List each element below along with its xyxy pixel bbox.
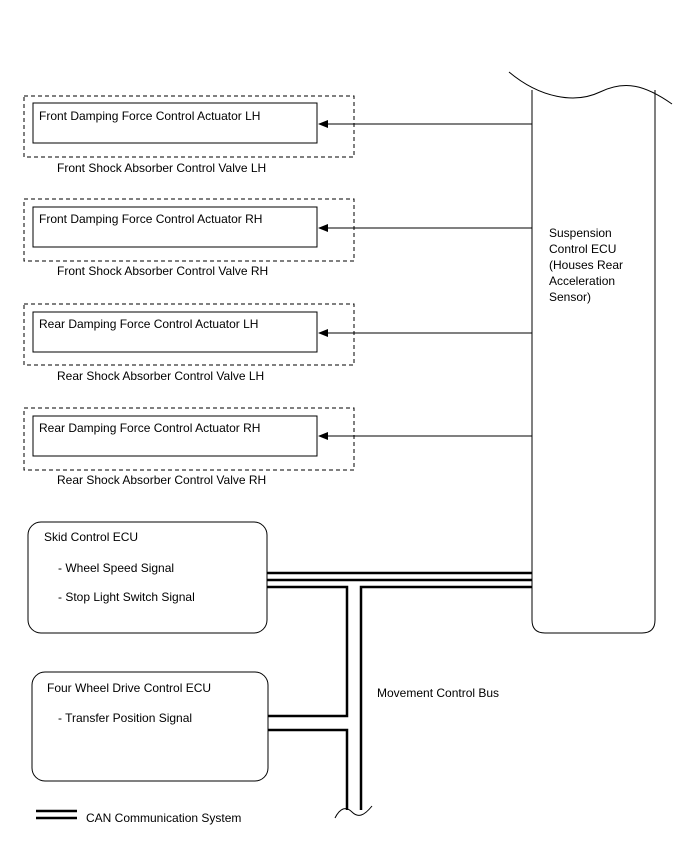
actuator-box [32,206,318,248]
actuator-box [32,311,318,353]
ecu-label: Suspension Control ECU (Houses Rear Acce… [549,226,626,304]
actuator-group-front-rh: Front Damping Force Control Actuator RH … [23,198,532,278]
valve-outline [23,198,355,262]
fourwd-ecu-signal: - Transfer Position Signal [58,711,192,725]
actuator-label: Rear Damping Force Control Actuator LH [39,317,258,331]
legend-label: CAN Communication System [86,811,241,825]
suspension-control-ecu: Suspension Control ECU (Houses Rear Acce… [508,71,673,634]
skid-ecu-signal: - Wheel Speed Signal [58,561,174,575]
actuator-group-rear-lh: Rear Damping Force Control Actuator LH R… [23,303,532,383]
skid-control-ecu: Skid Control ECU - Wheel Speed Signal - … [27,521,268,634]
can-bus-lines [267,571,532,810]
actuator-box [32,102,318,144]
valve-label: Rear Shock Absorber Control Valve LH [57,369,264,383]
actuator-group-front-lh: Front Damping Force Control Actuator LH … [23,95,532,175]
bus-break-line [334,805,373,819]
actuator-label: Front Damping Force Control Actuator RH [39,212,262,226]
valve-label: Rear Shock Absorber Control Valve RH [57,473,266,487]
valve-outline [23,95,355,158]
valve-outline [23,303,355,366]
valve-outline [23,407,355,471]
four-wheel-drive-control-ecu: Four Wheel Drive Control ECU - Transfer … [31,671,269,782]
valve-label: Front Shock Absorber Control Valve LH [57,161,266,175]
skid-ecu-title: Skid Control ECU [44,530,138,544]
actuator-label: Front Damping Force Control Actuator LH [39,109,260,123]
bus-label: Movement Control Bus [377,686,499,700]
skid-ecu-signal: - Stop Light Switch Signal [58,590,195,604]
actuator-label: Rear Damping Force Control Actuator RH [39,421,260,435]
actuator-group-rear-rh: Rear Damping Force Control Actuator RH R… [23,407,532,487]
actuator-box [32,415,318,457]
break-line [508,71,673,105]
fourwd-ecu-title: Four Wheel Drive Control ECU [47,681,211,695]
legend: CAN Communication System [36,809,241,825]
valve-label: Front Shock Absorber Control Valve RH [57,264,268,278]
